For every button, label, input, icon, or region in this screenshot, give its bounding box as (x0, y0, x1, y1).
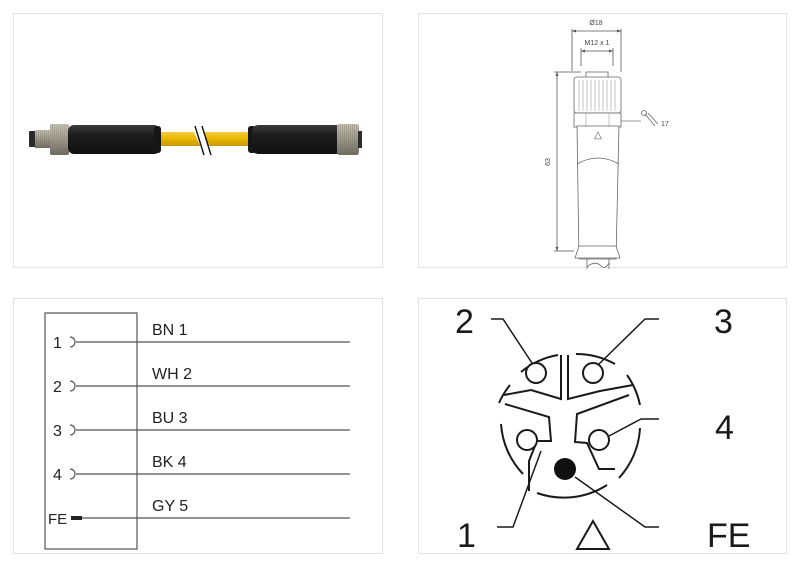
break-mark-icon (191, 123, 213, 157)
cable-assembly-image (29, 123, 362, 157)
male-connector (29, 124, 161, 155)
wrench-size-label: 17 (661, 121, 669, 128)
pin-label-1: 1 (457, 517, 476, 555)
socket-icon (69, 424, 76, 436)
pin-label-4: 4 (715, 409, 734, 447)
connector-box (44, 312, 138, 550)
pin-number: 2 (53, 379, 62, 396)
ground-terminal-icon (71, 516, 82, 520)
wire-label: BK 4 (152, 454, 187, 471)
dimension-drawing: Ø18 M12 x 1 63 △ (545, 20, 669, 269)
wire-label: WH 2 (152, 366, 192, 383)
product-photo-panel (13, 13, 383, 268)
socket-icon (69, 468, 76, 480)
thread-label: M12 x 1 (585, 40, 610, 47)
dimension-drawing-panel: Ø18 M12 x 1 63 △ (418, 13, 787, 269)
wire-label: GY 5 (152, 498, 188, 515)
connector-outline (573, 71, 622, 269)
pin-label-fe: FE (707, 517, 750, 555)
cable (154, 132, 264, 146)
socket-icon (69, 380, 76, 392)
female-connector (248, 124, 362, 155)
key-triangle-icon: △ (594, 130, 602, 141)
pin-face-diagram: 2 3 4 1 FE (455, 303, 750, 555)
socket-icon (69, 336, 76, 348)
fe-contact (554, 458, 576, 480)
pin-label-2: 2 (455, 303, 474, 341)
pin-3-contact (582, 362, 604, 384)
pin-number: 1 (53, 335, 62, 352)
wrench-icon (641, 110, 659, 127)
pin-number: FE (48, 511, 67, 528)
pin-layout-panel: 2 3 4 1 FE (418, 298, 787, 555)
pin-4-contact (588, 429, 610, 451)
wiring-diagram: 1 2 3 4 FE BN 1 WH 2 BU 3 BK 4 GY 5 (44, 312, 350, 550)
pin-number: 3 (53, 423, 62, 440)
wiring-diagram-panel: 1 2 3 4 FE BN 1 WH 2 BU 3 BK 4 GY 5 (13, 298, 383, 554)
key-triangle-icon (575, 518, 611, 550)
diameter-label: Ø18 (589, 20, 602, 27)
pin-label-3: 3 (714, 303, 733, 341)
wire-label: BN 1 (152, 322, 188, 339)
pin-2-contact (525, 362, 547, 384)
wire-label: BU 3 (152, 410, 188, 427)
pin-1-contact (516, 429, 538, 451)
length-label: 63 (545, 158, 552, 166)
pin-number: 4 (53, 467, 62, 484)
